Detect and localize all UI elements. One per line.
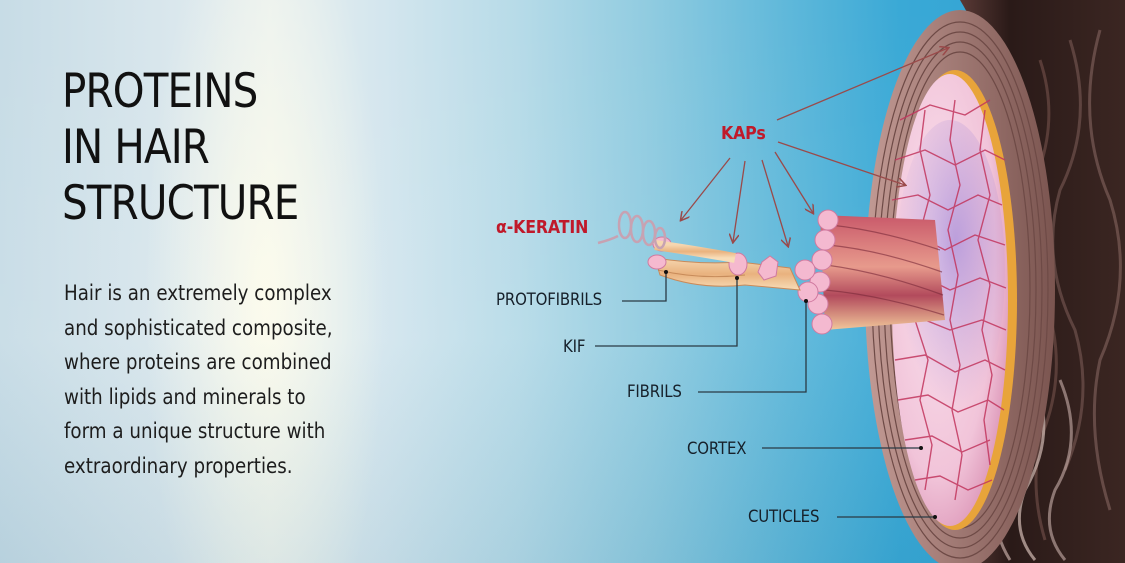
fibril-bundle <box>794 209 945 335</box>
description-line: and sophisticated composite, <box>64 315 333 340</box>
description-line: Hair is an extremely complex <box>64 281 332 305</box>
description-line: with lipids and minerals to <box>64 384 306 409</box>
title-line: IN HAIR <box>62 120 210 175</box>
label-cortex: CORTEX <box>687 439 747 459</box>
leader-lines <box>595 272 935 518</box>
leader-dots <box>664 270 937 519</box>
label-fibrils: FIBRILS <box>627 382 682 402</box>
label-kif: KIF <box>563 337 586 357</box>
description-line: where proteins are combined <box>64 350 332 374</box>
cortex-cells <box>889 70 1017 530</box>
description-line: extraordinary properties. <box>64 453 293 478</box>
description-line: form a unique structure with <box>64 419 326 443</box>
label-cuticles: CUTICLES <box>748 507 820 527</box>
page-title: PROTEINS IN HAIR STRUCTURE <box>62 64 299 232</box>
protofibril-chain <box>647 236 801 291</box>
alpha-keratin-coil <box>597 210 667 250</box>
label-alpha-keratin: α-KERATIN <box>496 217 589 238</box>
title-line: PROTEINS <box>62 64 258 119</box>
label-kaps: KAPs <box>721 123 766 144</box>
label-protofibrils: PROTOFIBRILS <box>496 290 602 310</box>
title-line: STRUCTURE <box>62 176 299 231</box>
description-paragraph: Hair is an extremely complex and sophist… <box>64 276 395 483</box>
kaps-arrows <box>681 48 948 246</box>
